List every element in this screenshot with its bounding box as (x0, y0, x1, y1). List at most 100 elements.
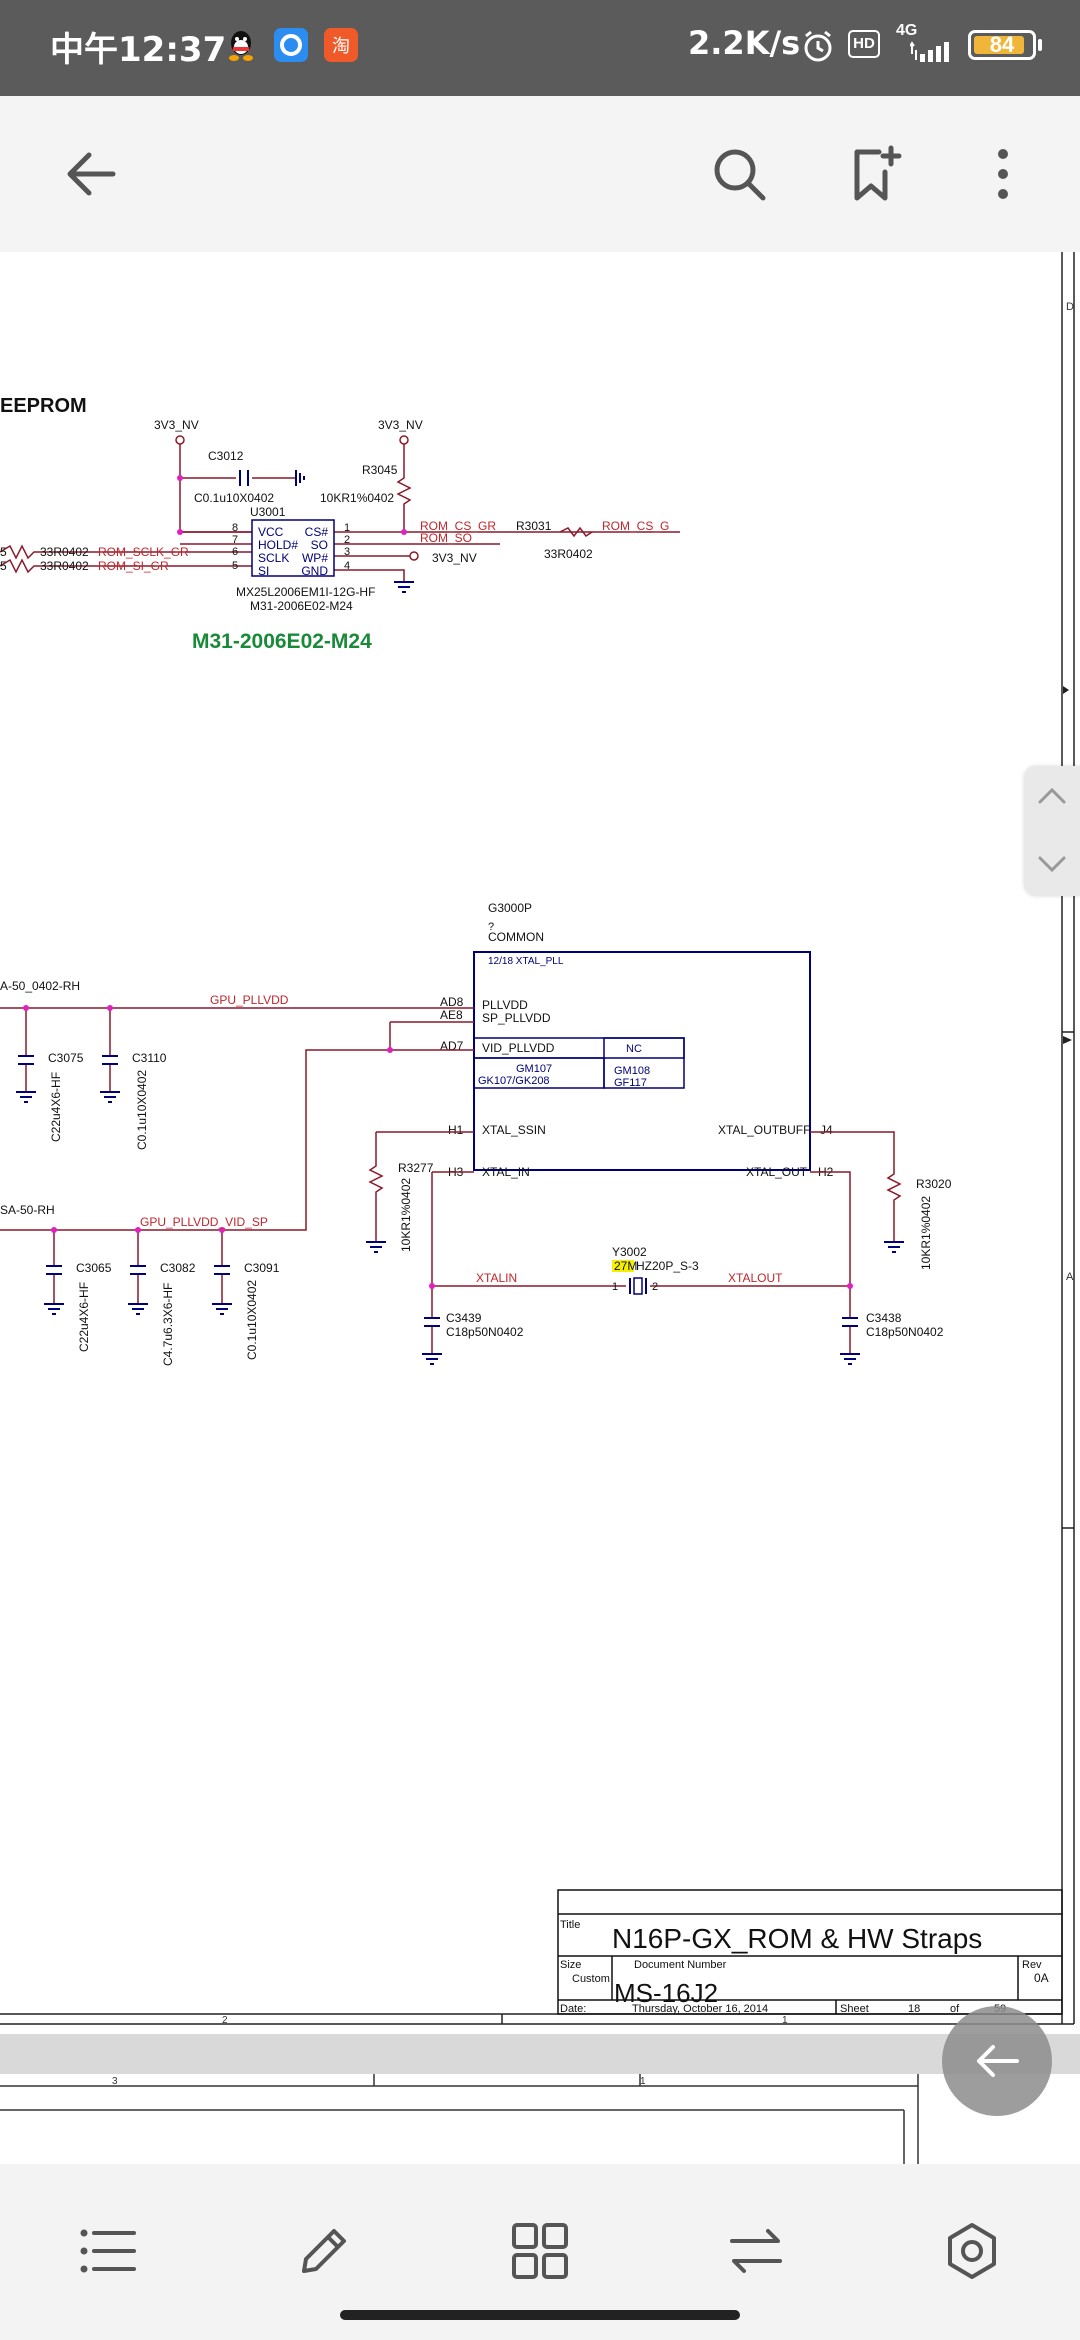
page-separator (0, 2034, 1080, 2074)
clock: 中午12:37 (50, 30, 227, 70)
pin-num-3: 3 (344, 546, 350, 558)
y-pin-1: 1 (612, 1281, 618, 1293)
svg-text:淘: 淘 (332, 36, 350, 56)
pin-xtal-outbuff: XTAL_OUTBUFF (718, 1123, 810, 1137)
c3065-ref: C3065 (76, 1261, 112, 1275)
rev-label: Rev (1022, 1959, 1042, 1971)
home-indicator[interactable] (340, 2310, 740, 2320)
gk107-label: GK107/GK208 (478, 1075, 550, 1087)
page-mode-button[interactable] (711, 2206, 801, 2296)
c3075-ref: C3075 (48, 1051, 84, 1065)
pin-xtal-out: XTAL_OUT (746, 1165, 808, 1179)
r3045-value: 10KR1%0402 (320, 491, 394, 505)
network-speed: 2.2K/s (688, 24, 801, 62)
c3438-ref: C3438 (866, 1311, 902, 1325)
arrow-left-icon (67, 152, 116, 196)
c3110-ref: C3110 (132, 1051, 167, 1065)
r3031-value: 33R0402 (544, 547, 593, 561)
sheet-number: 18 (908, 2003, 920, 2015)
c3082-value: C4.7u6.3X6-HF (161, 1283, 175, 1366)
c3091-ref: C3091 (244, 1261, 280, 1275)
pdf-page[interactable]: D B A 2 1 EEPROM 3V3_NV 3V3_NV C3012 C0.… (0, 252, 1080, 2034)
pin-gnd: GND (301, 564, 328, 578)
sheet-label: Sheet (840, 2003, 869, 2015)
floating-back-button[interactable] (942, 2006, 1052, 2116)
pin-ae8: AE8 (440, 1008, 463, 1022)
schematic-title: N16P-GX_ROM & HW Straps (612, 1923, 982, 1954)
rev-value: 0A (1034, 1971, 1049, 1985)
back-button[interactable] (46, 129, 136, 219)
c3082-ref: C3082 (160, 1261, 196, 1275)
pin-vcc: VCC (258, 525, 284, 539)
pin-xtal-ssin: XTAL_SSIN (482, 1123, 546, 1137)
pin-num-1: 1 (344, 522, 350, 534)
docnum-label: Document Number (634, 1959, 727, 1971)
pin-j4: J4 (820, 1123, 833, 1137)
battery-icon: 84 (968, 30, 1036, 60)
size-label: Size (560, 1959, 581, 1971)
left-net-b: SA-50-RH (0, 1203, 55, 1217)
pin-num-5: 5 (232, 560, 238, 572)
next-page-col-3: 3 (112, 2076, 118, 2087)
annotate-button[interactable] (279, 2206, 369, 2296)
pin-sp-pllvdd: SP_PLLVDD (482, 1011, 551, 1025)
gm107-label: GM107 (516, 1063, 552, 1075)
r3031-ref: R3031 (516, 519, 552, 533)
y-pin-2: 2 (652, 1281, 658, 1293)
part-number: MX25L2006EM1I-12G-HF (236, 585, 375, 599)
net-gpu-pllvdd-vid: GPU_PLLVDD_VID_SP (140, 1215, 268, 1229)
u3001-ref: U3001 (250, 505, 286, 519)
of-label: of (950, 2003, 960, 2015)
scroll-up-button[interactable] (1032, 776, 1072, 816)
schematic-drawing: D B A 2 1 EEPROM 3V3_NV 3V3_NV C3012 C0.… (0, 252, 1075, 2026)
r-si-value: 33R0402 (40, 559, 89, 573)
signal-label: 4G (896, 22, 918, 39)
more-button[interactable] (958, 129, 1048, 219)
status-bar: 中午12:37 淘 2.2K/s HD 4G 84 (0, 0, 1080, 96)
y3002-ref: Y3002 (612, 1245, 647, 1259)
top-toolbar (0, 96, 1080, 254)
pin-num-2: 2 (344, 534, 350, 546)
add-bookmark-button[interactable] (828, 129, 918, 219)
browser-icon (274, 28, 308, 62)
pin-pllvdd: PLLVDD (482, 998, 528, 1012)
pin-cs: CS# (305, 525, 329, 539)
search-button[interactable] (694, 129, 784, 219)
bookmark-add-icon (854, 145, 902, 201)
net-3v3-b: 3V3_NV (378, 418, 423, 432)
scroll-down-button[interactable] (1032, 844, 1072, 884)
gm108-label: GM108 (614, 1065, 650, 1077)
taobao-icon: 淘 (324, 28, 358, 62)
pin-xtal-in: XTAL_IN (482, 1165, 530, 1179)
left-cut-a: 5 (0, 545, 7, 559)
c3075-value: C22u4X6-HF (49, 1072, 63, 1142)
c3439-value: C18p50N0402 (446, 1325, 524, 1339)
net-rom-so: ROM_SO (420, 531, 472, 545)
pin-ad7: AD7 (440, 1039, 464, 1053)
green-part-label: M31-2006E02-M24 (192, 630, 372, 653)
date-value: Thursday, October 16, 2014 (632, 2003, 768, 2015)
net-xtalout: XTALOUT (728, 1271, 783, 1285)
thumbnails-button[interactable] (495, 2206, 585, 2296)
pin-num-6: 6 (232, 546, 238, 558)
r3277-value: 10KR1%0402 (399, 1178, 413, 1252)
settings-button[interactable] (927, 2206, 1017, 2296)
more-vertical-icon (998, 149, 1008, 199)
pin-num-8: 8 (232, 522, 238, 534)
search-icon (714, 149, 766, 201)
pin-so: SO (311, 538, 328, 552)
document-number: MS-16J2 (614, 1978, 718, 2008)
nc-label: NC (626, 1043, 642, 1055)
net-rom-cs-g: ROM_CS_G (602, 519, 669, 533)
next-pdf-page[interactable]: 3 1 (0, 2074, 1080, 2164)
page-scroll-controls (1024, 766, 1080, 896)
swap-icon (730, 2229, 782, 2273)
arrow-left-icon (977, 2045, 1019, 2077)
net-3v3-wp: 3V3_NV (432, 551, 477, 565)
gf117-label: GF117 (614, 1077, 647, 1089)
outline-button[interactable] (63, 2206, 153, 2296)
c3012-value: C0.1u10X0402 (194, 491, 274, 505)
pin-si: SI (258, 564, 269, 578)
settings-icon (948, 2223, 996, 2279)
y3002-value: HZ20P_S-3 (636, 1259, 699, 1273)
